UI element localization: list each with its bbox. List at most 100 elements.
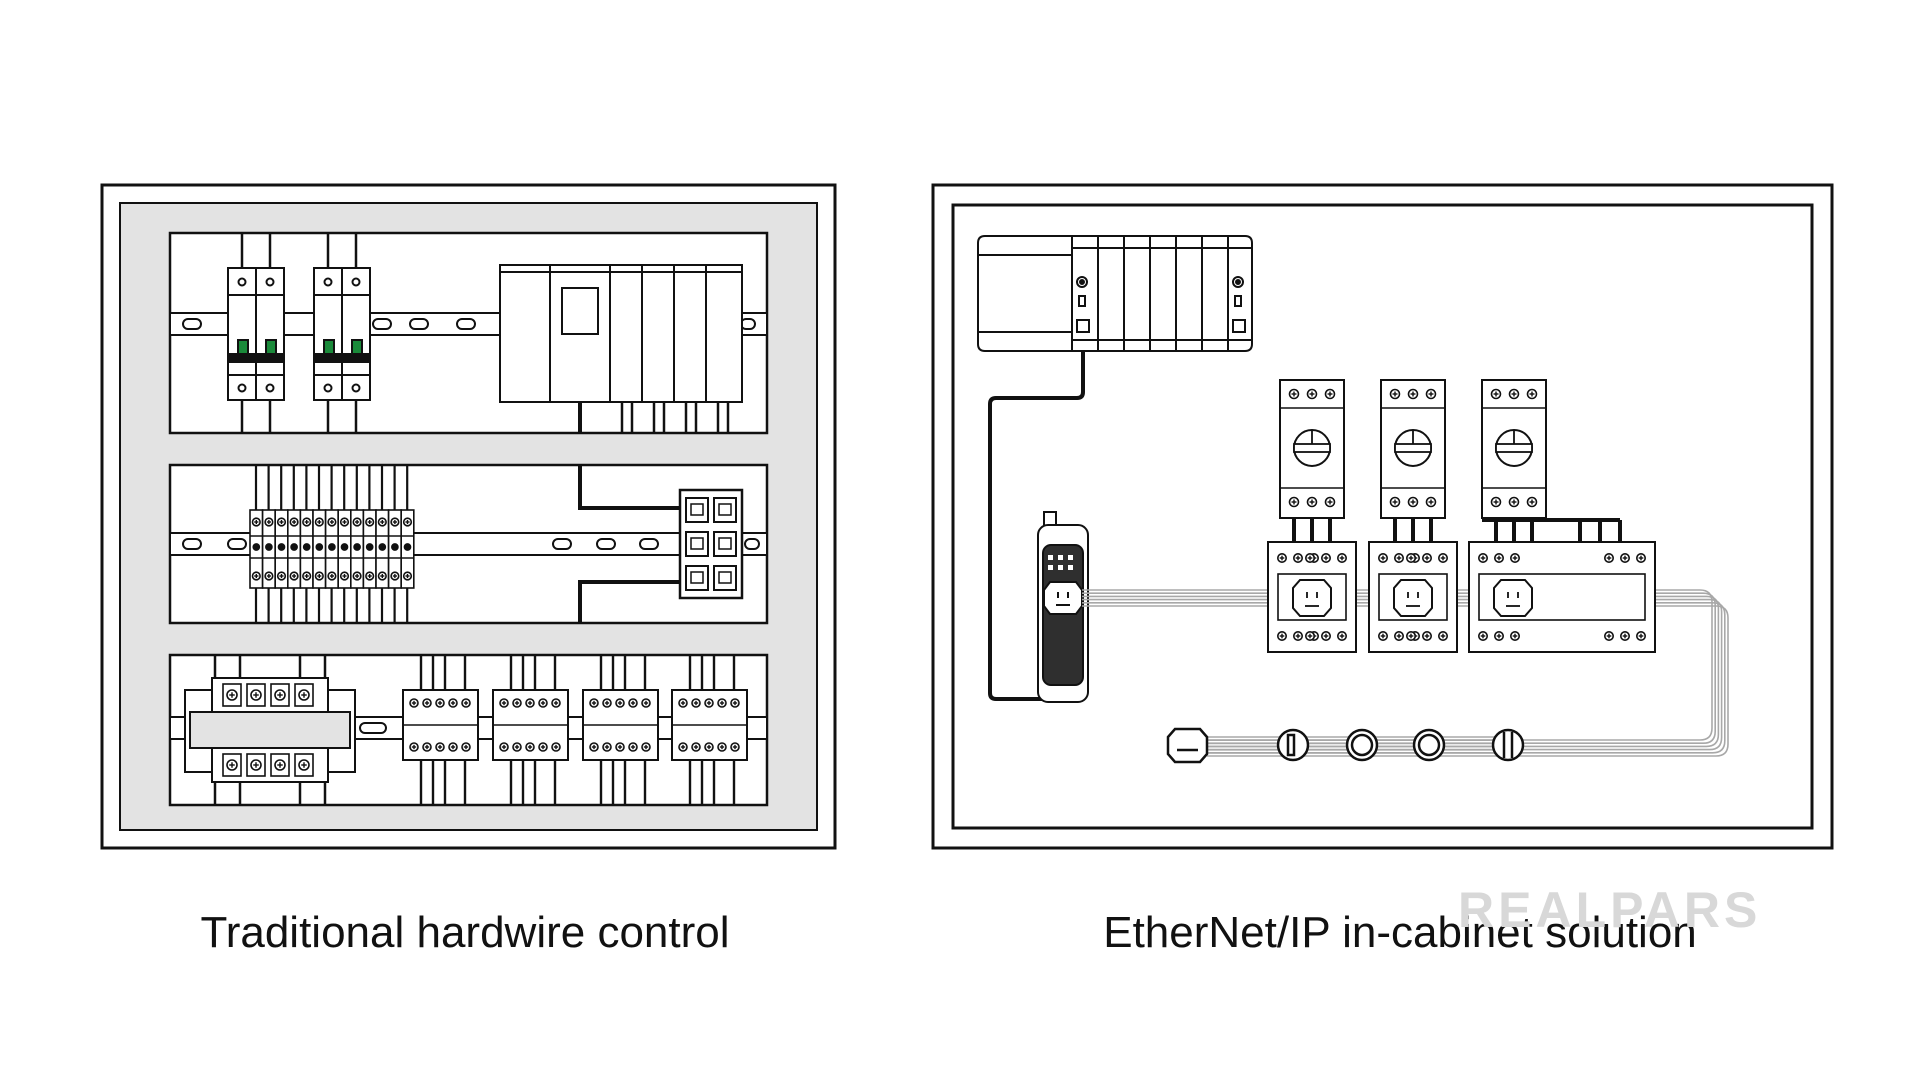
screw-terminal [1620, 630, 1631, 641]
screw-terminal [422, 698, 432, 708]
screw-terminal [1620, 552, 1631, 563]
plc-rack-icon [499, 264, 743, 403]
screw-terminal [1478, 630, 1489, 641]
screw-terminal [264, 571, 274, 581]
screw-terminal [1305, 552, 1316, 563]
io-block-icon [1166, 727, 1209, 764]
screw-terminal [1277, 552, 1288, 563]
screw-terminal [615, 698, 625, 708]
terminal-block-icon [249, 465, 415, 623]
rj45-port [713, 531, 737, 557]
pilot-light-icon [1345, 728, 1379, 762]
screw-terminal [730, 742, 740, 752]
screw-terminal [298, 759, 310, 771]
screw-terminal [1277, 630, 1288, 641]
motor-starter-icon [1380, 379, 1446, 542]
screw-terminal [1321, 630, 1332, 641]
contactor-icon [402, 655, 479, 805]
screw-terminal [1510, 630, 1521, 641]
screw-terminal [1510, 552, 1521, 563]
screw-terminal [1490, 388, 1502, 400]
panel-row-3 [168, 653, 769, 807]
screw-terminal [1490, 496, 1502, 508]
screw-terminal [251, 571, 261, 581]
motor-starter-icon [1279, 379, 1345, 542]
screw-terminal [461, 742, 471, 752]
screw-terminal [1389, 496, 1401, 508]
screw-terminal [274, 689, 286, 701]
screw-terminal [717, 698, 727, 708]
screw-terminal [226, 689, 238, 701]
screw-terminal [435, 742, 445, 752]
screw-terminal [1604, 552, 1615, 563]
rj45-port [685, 497, 709, 523]
screw-terminal [1494, 552, 1505, 563]
screw-terminal [377, 571, 387, 581]
screw-terminal [1337, 630, 1348, 641]
screw-terminal [628, 742, 638, 752]
screw-terminal [538, 742, 548, 752]
screw-terminal [402, 571, 413, 581]
screw-terminal [1526, 496, 1538, 508]
plc-wires [578, 402, 730, 433]
screw-terminal [1478, 552, 1489, 563]
io-block-icon [1292, 579, 1332, 617]
screw-terminal [250, 759, 262, 771]
pilot-light-icon [1412, 728, 1446, 762]
circuit-breaker-icon [227, 267, 285, 401]
rj45-port [685, 531, 709, 557]
screw-terminal [1324, 496, 1336, 508]
screw-terminal [589, 698, 599, 708]
screw-terminal [1438, 630, 1449, 641]
screw-terminal [602, 698, 612, 708]
screw-terminal [1293, 630, 1304, 641]
screw-terminal [1508, 496, 1520, 508]
screw-terminal [377, 517, 387, 527]
screw-terminal [499, 742, 509, 752]
screw-terminal [678, 698, 688, 708]
screw-terminal [327, 571, 337, 581]
screw-terminal [499, 698, 509, 708]
screw-terminal [1305, 630, 1316, 641]
screw-terminal [1378, 552, 1389, 563]
screw-terminal [448, 742, 458, 752]
screw-terminal [678, 742, 688, 752]
pilot-devices [1166, 727, 1525, 764]
screw-terminal [1288, 388, 1300, 400]
screw-terminal [276, 571, 287, 581]
traditional-caption: Traditional hardwire control [200, 908, 730, 957]
screw-terminal [1425, 388, 1437, 400]
screw-terminal [274, 759, 286, 771]
selector-switch-icon [1276, 728, 1310, 762]
screw-terminal [365, 517, 375, 527]
screw-terminal [1389, 388, 1401, 400]
screw-terminal [264, 517, 274, 527]
screw-terminal [1306, 496, 1318, 508]
screw-terminal [525, 742, 535, 752]
screw-terminal [641, 698, 651, 708]
screw-terminal [1378, 630, 1389, 641]
switch-wires [578, 465, 680, 623]
screw-terminal [730, 698, 740, 708]
screw-terminal [512, 698, 522, 708]
screw-terminal [1394, 630, 1405, 641]
screw-terminal [717, 742, 727, 752]
rj45-port [685, 565, 709, 591]
screw-terminal [1438, 552, 1449, 563]
screw-terminal [1422, 630, 1433, 641]
io-block-icon [1493, 579, 1533, 617]
io-block-icon [1393, 579, 1433, 617]
screw-terminal [289, 571, 299, 581]
screw-terminal [289, 517, 299, 527]
plc-controller-icon [977, 235, 1253, 352]
screw-terminal [615, 742, 625, 752]
rj45-port [713, 497, 737, 523]
io-block-icon [1037, 511, 1089, 703]
screw-terminal [390, 517, 400, 527]
screw-terminal [1324, 388, 1336, 400]
selector-switch-icon [1491, 728, 1525, 762]
screw-terminal [1494, 630, 1505, 641]
screw-terminal [1604, 630, 1615, 641]
screw-terminal [691, 742, 701, 752]
